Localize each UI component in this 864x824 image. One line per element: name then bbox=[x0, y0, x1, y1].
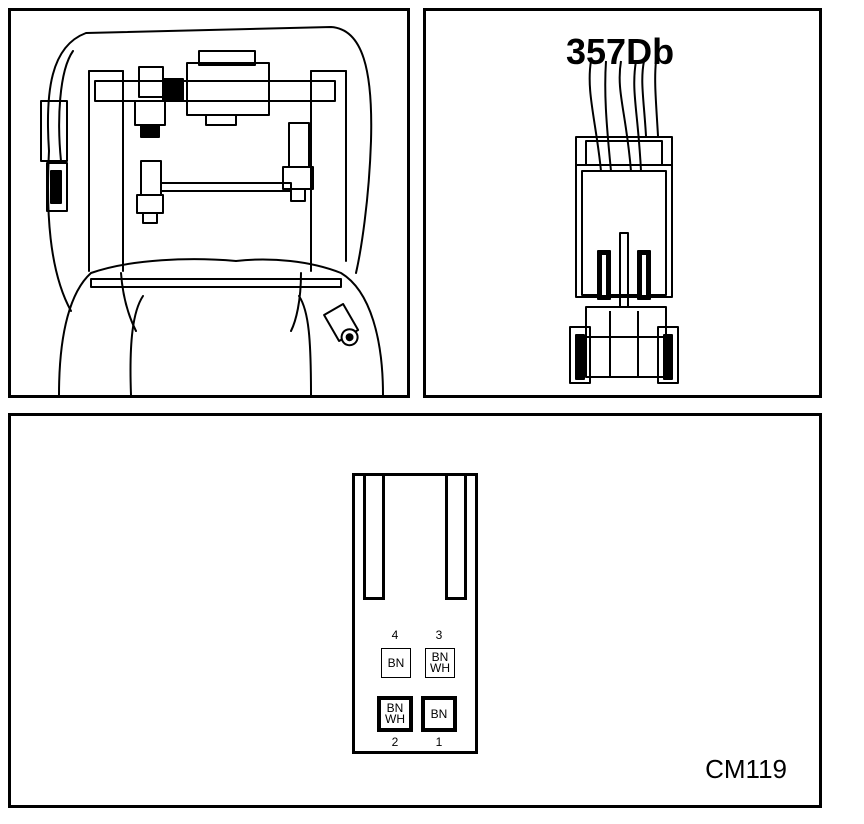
wire-color-code: BN WH bbox=[385, 701, 405, 726]
seat-location-illustration bbox=[40, 26, 384, 395]
connector-key-slot-right bbox=[445, 473, 467, 600]
wire-color-code: BN bbox=[387, 655, 405, 670]
connector-side-illustration bbox=[569, 60, 679, 384]
connector-face: 4 BN 3 BN WH BN WH 2 BN 1 bbox=[352, 473, 478, 754]
pin-number-1: 1 bbox=[435, 735, 443, 749]
connector-key-slot-left bbox=[363, 473, 385, 600]
wire-color-code: BN bbox=[430, 706, 448, 721]
location-view-panel bbox=[8, 8, 410, 398]
pin-number-2: 2 bbox=[391, 735, 399, 749]
diagram-code-label: CM119 bbox=[705, 754, 787, 784]
pin-2: BN WH bbox=[377, 696, 413, 732]
pin-3: BN WH bbox=[425, 648, 455, 678]
pin-4: BN bbox=[381, 648, 411, 678]
pin-number-3: 3 bbox=[435, 628, 443, 642]
wire-color-code: BN WH bbox=[430, 650, 450, 675]
connector-view-panel: 357Db bbox=[423, 8, 822, 398]
pin-1: BN bbox=[421, 696, 457, 732]
pinout-panel: 4 BN 3 BN WH BN WH 2 BN 1 CM119 bbox=[8, 413, 822, 808]
pin-number-4: 4 bbox=[391, 628, 399, 642]
